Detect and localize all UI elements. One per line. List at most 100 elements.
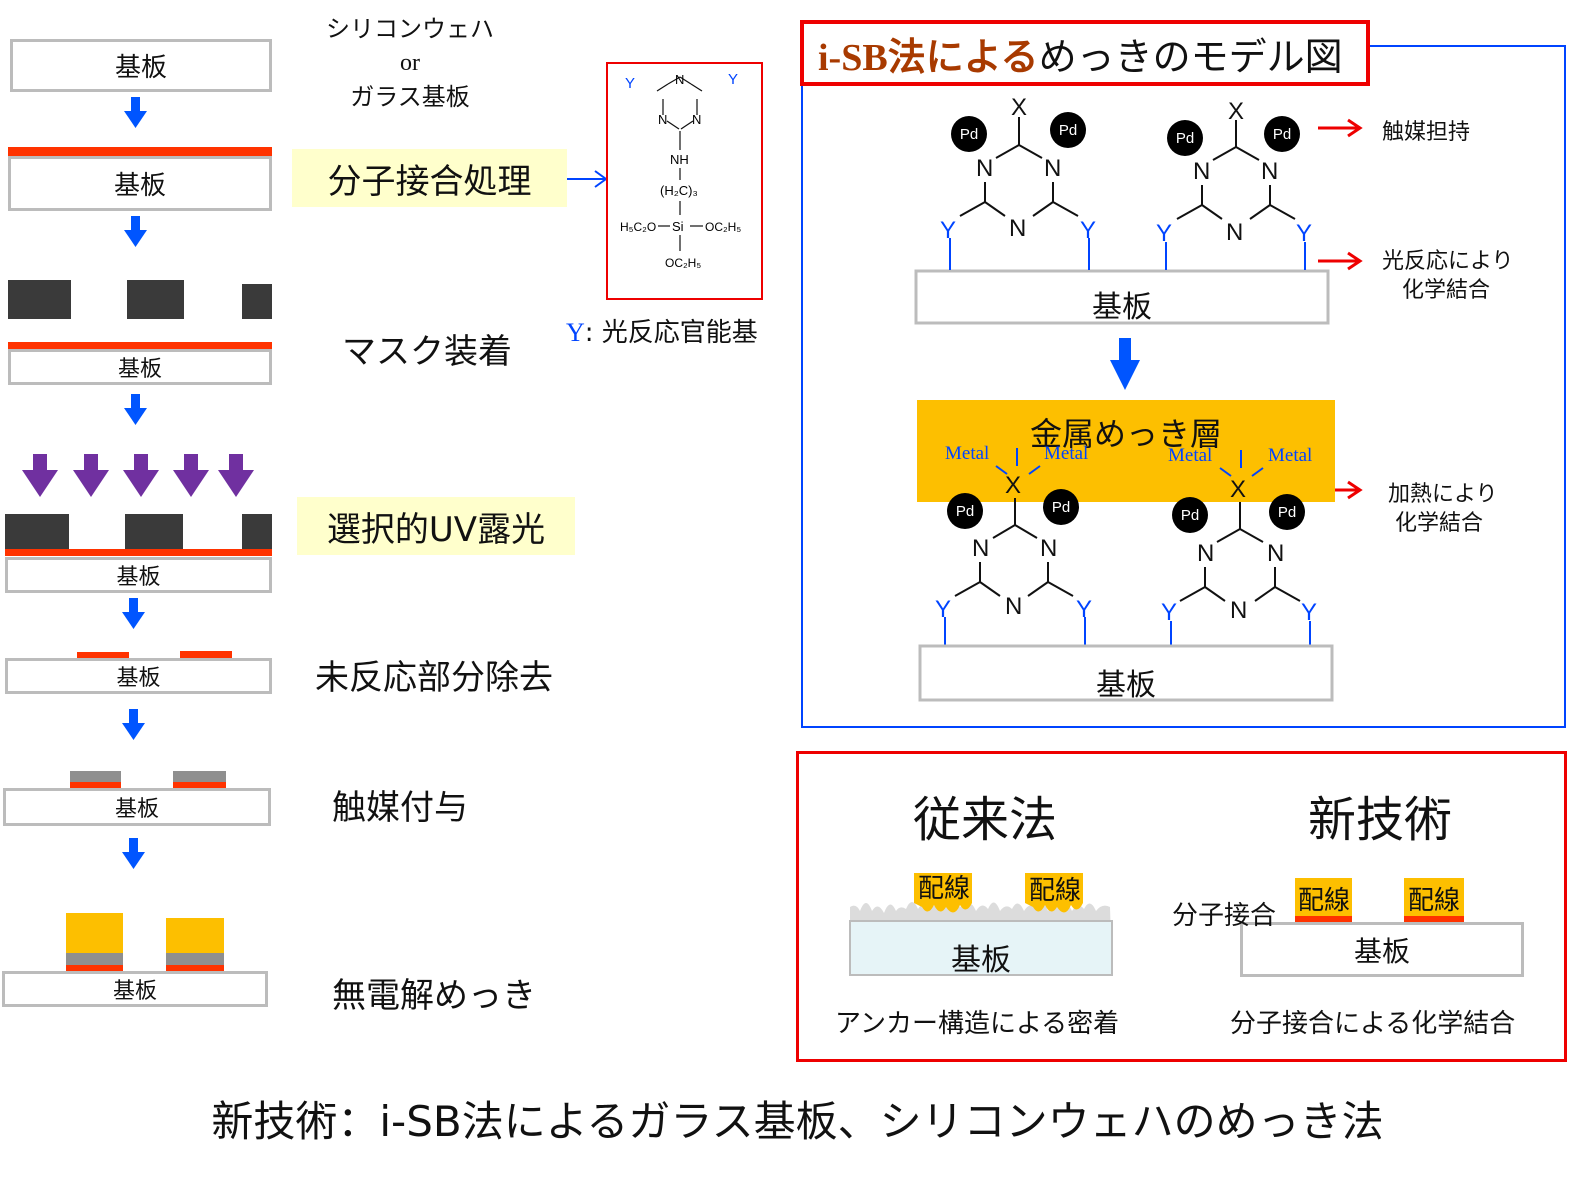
legend-text: : 光反応官能基 <box>584 318 758 348</box>
n-label: N <box>675 72 684 87</box>
n-label: N <box>1044 155 1061 182</box>
substrate-label: 基板 <box>116 565 161 590</box>
n-label: N <box>1197 540 1214 567</box>
uv-arrow-icon <box>22 454 58 497</box>
molecular-pattern <box>77 652 129 659</box>
substrate-step-5: 基板 <box>3 788 271 826</box>
y-label: Y <box>625 75 635 92</box>
right-arrow-icon <box>567 170 608 188</box>
annotation-photo-reaction: 光反応により <box>1382 249 1514 274</box>
x-label: X <box>1005 472 1021 499</box>
molecular-layer <box>8 342 272 349</box>
substrate-step-3: 基板 <box>5 557 272 593</box>
molecular-pattern <box>180 651 232 658</box>
ethoxy-left: H₅C₂O <box>620 220 656 234</box>
footer-title: 新技術：i-SB法によるガラス基板、シリコンウェハのめっき法 <box>211 1097 1384 1146</box>
legend-y: Y <box>566 318 585 347</box>
metal-label: Metal <box>945 443 990 464</box>
catalyst-layer <box>166 953 224 965</box>
metal-label: Metal <box>1044 443 1089 464</box>
substrate-step-6: 基板 <box>2 971 268 1007</box>
annotation-heating: 加熱により <box>1388 482 1498 507</box>
y-label: Y <box>1076 596 1092 623</box>
ethoxy-right: OC₂H₅ <box>705 220 741 234</box>
red-arrow-icon <box>1318 118 1363 500</box>
x-label: X <box>1230 476 1246 503</box>
n-label: N <box>658 112 667 127</box>
molecular-pattern <box>1404 916 1464 922</box>
chain-label: (H₂C)₃ <box>660 183 698 198</box>
y-label: Y <box>940 217 956 244</box>
substrate-label: 基板 <box>112 979 157 1004</box>
annotation-chemical-bond-2: 化学結合 <box>1395 511 1484 536</box>
molecular-pattern <box>166 965 224 971</box>
substrate-label: 基板 <box>116 666 161 691</box>
mask-block <box>125 514 183 552</box>
x-label: X <box>1228 98 1244 125</box>
n-label: N <box>1009 215 1026 242</box>
down-arrow-icon <box>122 598 145 629</box>
n-label: N <box>972 535 989 562</box>
new-substrate: 基板 <box>1240 922 1524 977</box>
caption-silicon: シリコンウェハ <box>326 15 494 43</box>
substrate-step-1: 基板 <box>8 156 272 211</box>
mask-block <box>5 514 69 552</box>
y-label: Y <box>1156 220 1172 247</box>
plated-metal <box>166 918 224 953</box>
pd-catalyst: Pd <box>1264 116 1300 152</box>
caption-or: or <box>400 50 420 76</box>
molecular-pattern <box>173 782 226 788</box>
annotation-chemical-bond-1: 化学結合 <box>1402 278 1491 303</box>
y-label: Y <box>1296 220 1312 247</box>
uv-arrow-icon <box>218 454 254 497</box>
n-label: N <box>976 155 993 182</box>
old-substrate: 基板 <box>951 943 1011 978</box>
model-title-black: めっきのモデル図 <box>1038 34 1343 79</box>
down-arrow-icon <box>1110 338 1140 390</box>
pd-catalyst: Pd <box>1043 489 1079 525</box>
step-uv-exposure: 選択的UV露光 <box>297 497 575 555</box>
old-method-title: 従来法 <box>912 792 1057 848</box>
wiring-block <box>1295 878 1352 916</box>
molecular-layer <box>8 147 272 156</box>
step-catalyst: 触媒付与 <box>332 788 468 828</box>
annotation-catalyst: 触媒担持 <box>1382 120 1471 145</box>
n-label: N <box>1193 158 1210 185</box>
molecular-bond-label: 分子接合 <box>1172 901 1277 931</box>
wiring-label: 配線 <box>1297 886 1350 916</box>
substrate-step-0: 基板 <box>10 39 272 92</box>
y-label: Y <box>935 596 951 623</box>
new-method-title: 新技術 <box>1307 792 1452 848</box>
wiring-label: 配線 <box>1028 876 1081 906</box>
wiring-block <box>1404 878 1464 916</box>
wiring-label: 配線 <box>1407 886 1460 916</box>
model-substrate-lower: 基板 <box>1096 668 1156 703</box>
metal-label: Metal <box>1268 445 1313 466</box>
pd-catalyst: Pd <box>951 116 987 152</box>
pd-catalyst: Pd <box>1172 497 1208 533</box>
substrate-label: 基板 <box>117 357 162 382</box>
metal-layer-label: 金属めっき層 <box>1029 415 1222 453</box>
pd-catalyst: Pd <box>1050 112 1086 148</box>
old-method-drawing <box>849 873 1113 976</box>
step-remove-unreacted: 未反応部分除去 <box>315 658 553 698</box>
ethoxy-bottom: OC₂H₅ <box>665 256 701 270</box>
substrate-label: 基板 <box>1353 934 1410 968</box>
n-label: N <box>1040 535 1057 562</box>
n-label: N <box>1267 540 1284 567</box>
uv-arrow-icon <box>123 454 159 497</box>
step-mask: マスク装着 <box>342 332 512 372</box>
step-molecular-bonding: 分子接合処理 <box>292 149 567 207</box>
model-title-red: i-SB法による <box>818 36 1039 79</box>
step-electroless-plating: 無電解めっき <box>332 976 536 1016</box>
substrate-label: 基板 <box>114 797 159 822</box>
y-label: Y <box>1301 599 1317 626</box>
uv-arrows <box>22 454 254 497</box>
new-method-caption: 分子接合による化学結合 <box>1230 1009 1516 1039</box>
molecular-pattern <box>70 782 121 788</box>
mask-block <box>8 280 71 319</box>
substrate-caption: シリコンウェハ or ガラス基板 <box>300 12 520 114</box>
pd-catalyst: Pd <box>1269 494 1305 530</box>
substrate-step-2: 基板 <box>8 349 272 385</box>
plated-metal <box>66 913 123 953</box>
